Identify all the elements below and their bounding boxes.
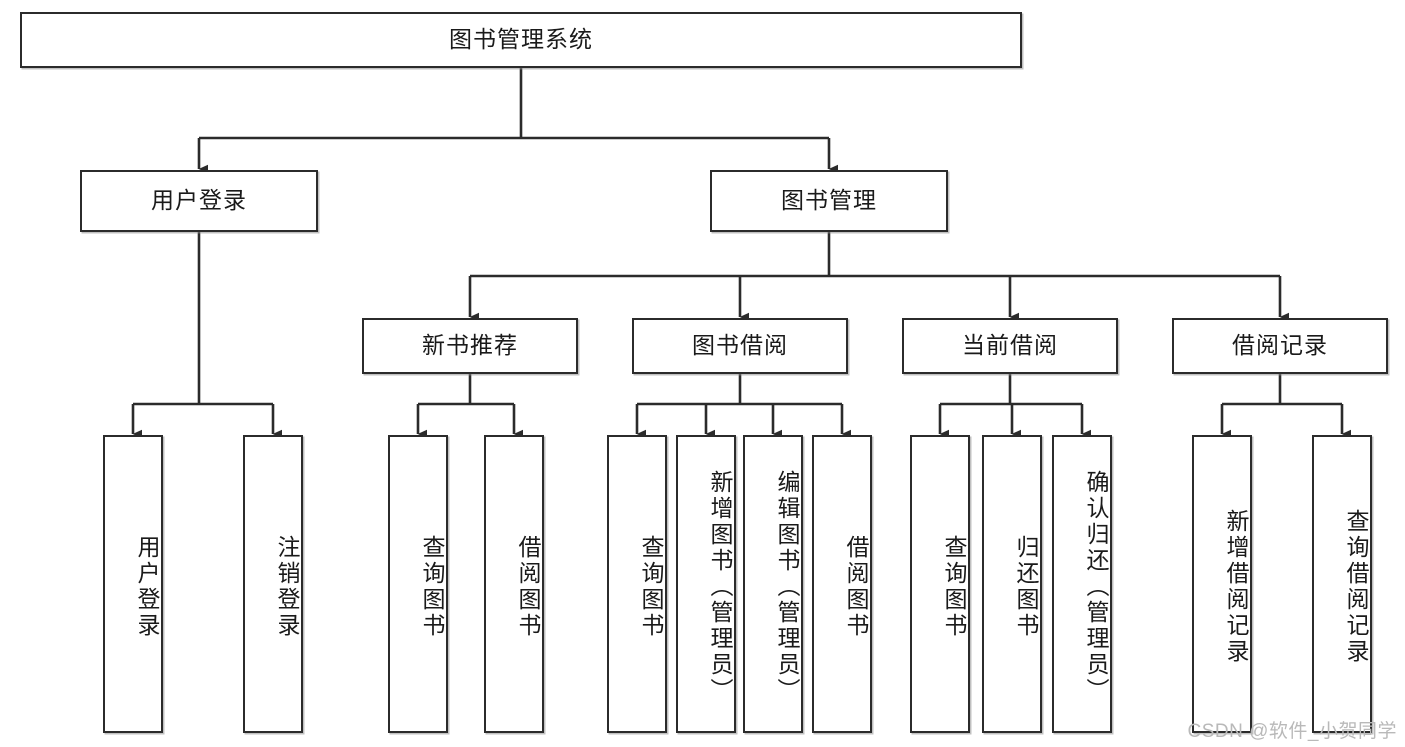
node-leaf-rec-1[interactable]: 新增借阅记录	[1192, 435, 1252, 733]
node-label: 查询图书	[638, 535, 664, 639]
node-label: 查询借阅记录	[1343, 509, 1369, 665]
node-current[interactable]: 当前借阅	[902, 318, 1118, 374]
node-label: 新书推荐	[422, 332, 518, 359]
node-label: 图书借阅	[692, 332, 788, 359]
node-leaf-bor-3[interactable]: 编辑图书（管理员）	[743, 435, 803, 733]
node-label: 借阅记录	[1232, 332, 1328, 359]
node-root[interactable]: 图书管理系统	[20, 12, 1022, 68]
node-label: 图书管理系统	[449, 26, 593, 53]
node-label: 归还图书	[1013, 535, 1039, 639]
node-label: 确认归还（管理员）	[1083, 470, 1109, 704]
node-label: 用户登录	[151, 187, 247, 214]
csdn-watermark: CSDN @软件_小贺同学	[1187, 721, 1397, 742]
node-leaf-cur-1[interactable]: 查询图书	[910, 435, 970, 733]
node-leaf-cur-3[interactable]: 确认归还（管理员）	[1052, 435, 1112, 733]
node-login[interactable]: 用户登录	[80, 170, 318, 232]
node-label: 图书管理	[781, 187, 877, 214]
node-label: 用户登录	[134, 535, 160, 639]
node-leaf-bor-2[interactable]: 新增图书（管理员）	[676, 435, 736, 733]
node-label: 新增图书（管理员）	[707, 470, 733, 704]
node-label: 注销登录	[274, 535, 300, 639]
node-leaf-rec-2[interactable]: 查询借阅记录	[1312, 435, 1372, 733]
node-leaf-bor-1[interactable]: 查询图书	[607, 435, 667, 733]
node-label: 查询图书	[941, 535, 967, 639]
node-bookmgmt[interactable]: 图书管理	[710, 170, 948, 232]
node-label: 编辑图书（管理员）	[774, 470, 800, 704]
node-leaf-login-1[interactable]: 用户登录	[103, 435, 163, 733]
node-leaf-bor-4[interactable]: 借阅图书	[812, 435, 872, 733]
node-newbook[interactable]: 新书推荐	[362, 318, 578, 374]
node-leaf-login-2[interactable]: 注销登录	[243, 435, 303, 733]
node-records[interactable]: 借阅记录	[1172, 318, 1388, 374]
node-label: 借阅图书	[843, 535, 869, 639]
node-leaf-new-1[interactable]: 查询图书	[388, 435, 448, 733]
node-leaf-cur-2[interactable]: 归还图书	[982, 435, 1042, 733]
node-label: 查询图书	[419, 535, 445, 639]
node-label: 借阅图书	[515, 535, 541, 639]
node-label: 新增借阅记录	[1223, 509, 1249, 665]
node-borrow[interactable]: 图书借阅	[632, 318, 848, 374]
node-leaf-new-2[interactable]: 借阅图书	[484, 435, 544, 733]
node-label: 当前借阅	[962, 332, 1058, 359]
